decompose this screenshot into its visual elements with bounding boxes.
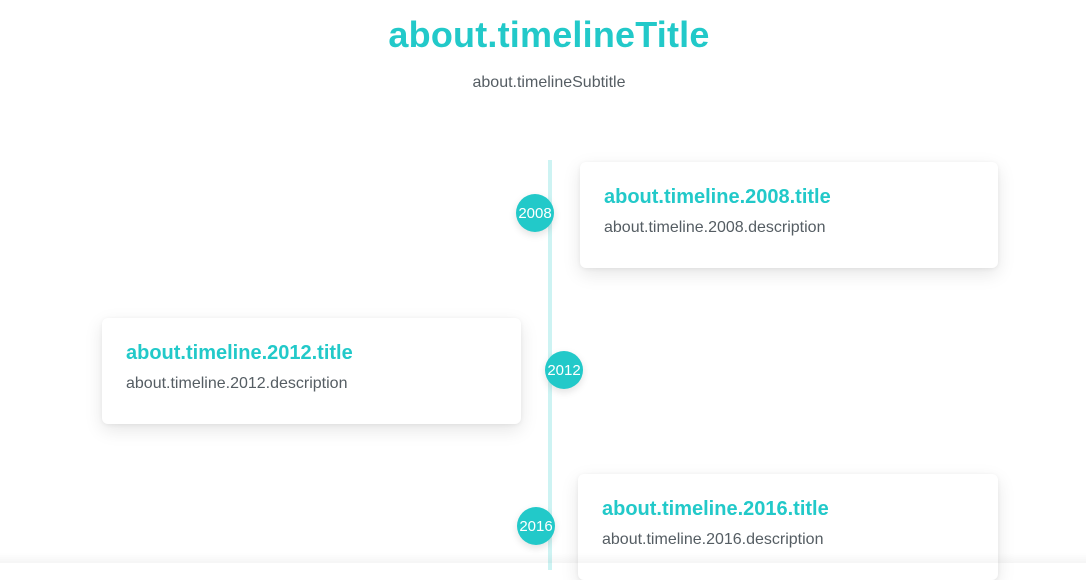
bottom-fade	[0, 553, 1086, 563]
year-marker-2008: 2008	[516, 194, 554, 232]
timeline-card-2012: about.timeline.2012.title about.timeline…	[102, 318, 521, 424]
timeline-card-description: about.timeline.2012.description	[126, 375, 348, 392]
timeline-card-description: about.timeline.2016.description	[602, 531, 824, 548]
page-subtitle: about.timelineSubtitle	[472, 74, 626, 91]
timeline-card-title: about.timeline.2016.title	[602, 498, 829, 520]
timeline-card-description: about.timeline.2008.description	[604, 219, 826, 236]
timeline-card-2008: about.timeline.2008.title about.timeline…	[580, 162, 998, 268]
timeline-card-title: about.timeline.2012.title	[126, 342, 353, 364]
year-marker-2012: 2012	[545, 351, 583, 389]
year-marker-2016: 2016	[517, 507, 555, 545]
timeline-card-2016: about.timeline.2016.title about.timeline…	[578, 474, 998, 580]
timeline-card-title: about.timeline.2008.title	[604, 186, 831, 208]
page-title: about.timelineTitle	[388, 14, 710, 55]
